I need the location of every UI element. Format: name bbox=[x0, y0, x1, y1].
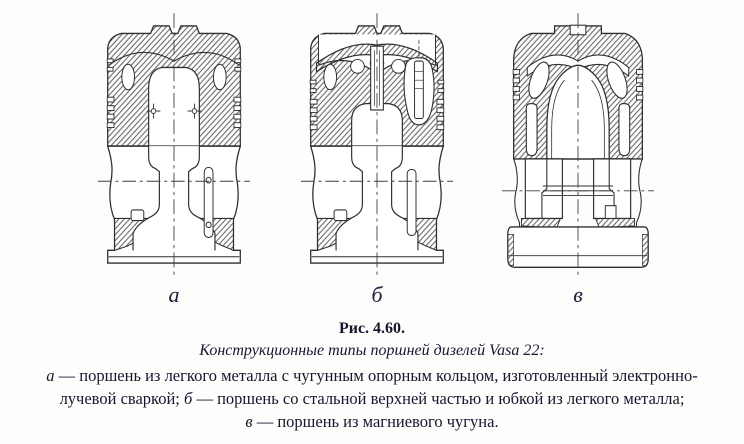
panel-label-v: в bbox=[573, 282, 583, 307]
center-lines bbox=[97, 13, 251, 275]
cooling-cavities bbox=[525, 61, 631, 157]
desc-item-a: а bbox=[46, 366, 55, 385]
pin-bosses bbox=[524, 158, 632, 220]
oil-rod bbox=[406, 168, 417, 236]
waist-walls bbox=[513, 158, 643, 227]
crown-bolt bbox=[414, 39, 424, 120]
ring-grooves bbox=[309, 79, 445, 131]
figure-description-line-3: в — поршень из магниевого чугуна. bbox=[4, 410, 740, 433]
figure-description-line-1: а — поршень из легкого металла с чугунны… bbox=[4, 364, 740, 387]
boss-detail bbox=[604, 205, 617, 219]
panel-v: в bbox=[500, 10, 656, 306]
panel-b: б bbox=[299, 10, 455, 306]
ring-grooves bbox=[512, 69, 644, 101]
desc-text-2a: лучевой сваркой; bbox=[59, 389, 185, 408]
panel-a: а bbox=[96, 10, 252, 306]
piston-b-cross-section-drawing bbox=[300, 13, 454, 275]
desc-text-3: — поршень из магниевого чугуна. bbox=[252, 412, 499, 431]
figure-description-line-2: лучевой сваркой; б — поршень со стальной… bbox=[4, 387, 740, 410]
center-lines bbox=[501, 13, 655, 275]
boss-hatched-feet bbox=[521, 217, 635, 229]
rim-inner-edges bbox=[318, 34, 436, 66]
cooling-cavity-left bbox=[323, 63, 338, 91]
desc-item-v: в bbox=[245, 412, 253, 431]
figure-number: Рис. 4.60. bbox=[338, 320, 406, 337]
oil-rod bbox=[203, 166, 214, 239]
skirt-boss bbox=[333, 209, 348, 222]
steel-crown-plate bbox=[315, 43, 439, 73]
ring-grooves bbox=[106, 58, 242, 128]
desc-item-b: б bbox=[184, 389, 193, 408]
desc-text-2b: — поршень со стальной верхней частью и ю… bbox=[192, 389, 685, 408]
figure-description: а — поршень из легкого металла с чугунны… bbox=[4, 364, 740, 433]
figure-title: Конструкционные типы поршней дизелей Vas… bbox=[199, 342, 545, 359]
panel-label-a: а bbox=[168, 282, 180, 307]
cooling-cavities bbox=[121, 63, 227, 91]
panel-label-b: б bbox=[371, 282, 383, 307]
bolt-markers bbox=[146, 103, 202, 119]
desc-text-1: — поршень из легкого металла с чугунным … bbox=[54, 366, 698, 385]
skirt-boss bbox=[130, 209, 145, 222]
center-lines bbox=[300, 13, 454, 275]
piston-v-cross-section-drawing bbox=[501, 13, 655, 275]
piston-a-cross-section-drawing bbox=[97, 13, 251, 275]
